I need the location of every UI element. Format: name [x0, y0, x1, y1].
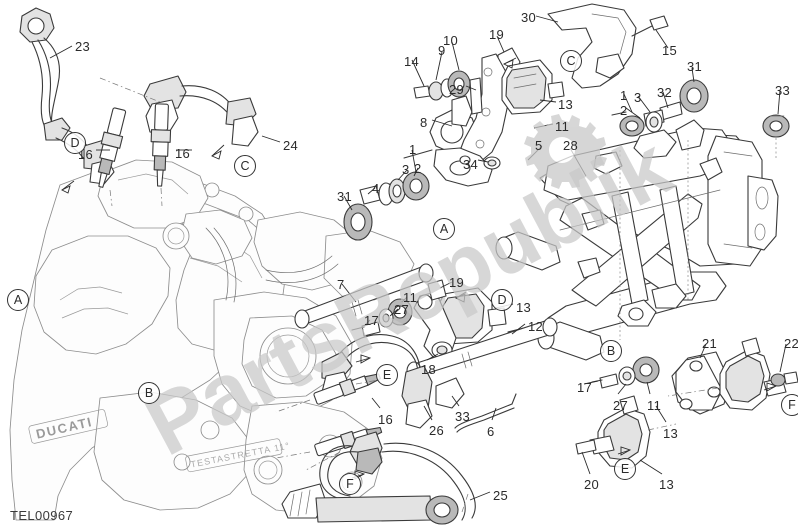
- callout-number-4: 4: [372, 181, 380, 196]
- callout-number-16: 16: [175, 146, 191, 161]
- callout-number-10: 10: [443, 33, 459, 48]
- callout-number-17: 17: [364, 313, 380, 328]
- callout-number-13: 13: [516, 300, 532, 315]
- triangle-plate-21: [671, 351, 731, 415]
- coil-module-13-top: [501, 57, 565, 115]
- callout-number-17: 17: [577, 380, 593, 395]
- callout-number-1: 1: [620, 88, 628, 103]
- callout-number-12: 12: [528, 319, 544, 334]
- spark-plug-group-top: [97, 77, 172, 207]
- callout-number-3: 3: [402, 162, 410, 177]
- callout-number-1: 1: [409, 142, 417, 157]
- cover-30: [547, 3, 637, 89]
- callout-number-3: 3: [634, 90, 642, 105]
- reference-circle-f: F: [781, 394, 798, 416]
- callout-number-21: 21: [702, 336, 718, 351]
- coil-module-13-bottom-right: [667, 337, 787, 411]
- callout-number-34: 34: [463, 157, 479, 172]
- callout-number-13: 13: [558, 97, 574, 112]
- callout-number-6: 6: [487, 424, 495, 439]
- reference-circle-b: B: [138, 382, 160, 404]
- callout-number-8: 8: [420, 115, 428, 130]
- callout-number-22: 22: [784, 336, 798, 351]
- engine-block-illustration: DUCATI TESTASTRETTA 11°: [9, 159, 415, 521]
- reference-circle-d: D: [491, 289, 513, 311]
- callout-number-25: 25: [493, 488, 509, 503]
- reference-circle-f: F: [339, 473, 361, 495]
- callout-number-13: 13: [659, 477, 675, 492]
- callout-number-5: 5: [535, 138, 543, 153]
- callout-number-24: 24: [283, 138, 299, 153]
- callout-number-14: 14: [404, 54, 420, 69]
- reference-circle-e: E: [614, 458, 636, 480]
- callout-number-15: 15: [662, 43, 678, 58]
- callout-number-18: 18: [421, 362, 437, 377]
- callout-number-7: 7: [337, 277, 345, 292]
- pivot-shaft-assembly: [294, 149, 434, 329]
- reference-circle-e: E: [376, 364, 398, 386]
- callout-number-26: 26: [429, 423, 445, 438]
- callout-number-33: 33: [455, 409, 471, 424]
- diagram-code-label: TEL00967: [10, 508, 74, 523]
- callout-number-31: 31: [337, 189, 353, 204]
- callout-number-32: 32: [657, 85, 673, 100]
- right-fastener-group: [611, 15, 790, 160]
- callout-number-31: 31: [687, 59, 703, 74]
- reference-circle-c: C: [560, 50, 582, 72]
- callout-number-16: 16: [378, 412, 394, 427]
- callout-number-29: 29: [449, 82, 465, 97]
- bottom-right-fastener-stack: [591, 356, 798, 389]
- coil-module-13-bottom-left: [575, 395, 677, 469]
- callout-number-11: 11: [555, 119, 570, 134]
- callout-number-28: 28: [563, 138, 579, 153]
- callout-number-27: 27: [613, 398, 629, 413]
- callout-number-30: 30: [521, 10, 537, 25]
- callout-number-33: 33: [775, 83, 791, 98]
- reference-circle-a: A: [7, 289, 29, 311]
- callout-number-11: 11: [647, 398, 662, 413]
- reference-circle-a: A: [433, 218, 455, 240]
- callout-number-20: 20: [584, 477, 600, 492]
- callout-number-19: 19: [449, 275, 465, 290]
- callout-number-13: 13: [663, 426, 679, 441]
- callout-number-2: 2: [414, 161, 422, 176]
- callout-number-27: 27: [394, 302, 410, 317]
- ht-lead-lower-e: [275, 334, 465, 459]
- upper-bracket-assembly: [413, 47, 521, 187]
- ht-lead-25-assembly: [281, 431, 476, 525]
- callout-number-19: 19: [489, 27, 505, 42]
- callout-number-23: 23: [75, 39, 91, 54]
- reference-circle-b: B: [600, 340, 622, 362]
- callout-number-2: 2: [620, 103, 628, 118]
- reference-circle-d: D: [64, 132, 86, 154]
- reference-circle-c: C: [234, 155, 256, 177]
- callout-number-11: 11: [403, 290, 418, 305]
- callout-number-9: 9: [438, 43, 446, 58]
